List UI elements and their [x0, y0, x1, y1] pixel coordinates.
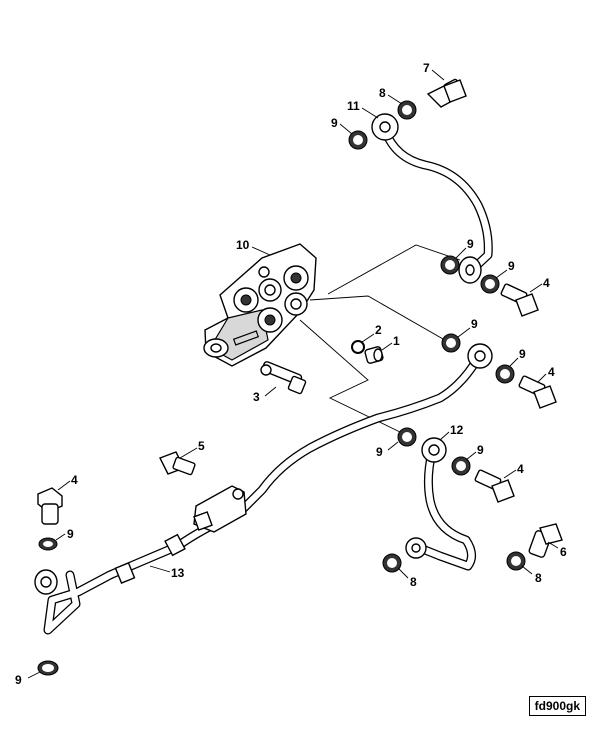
bolt-5: [159, 451, 196, 476]
washer-9-block-middle: [441, 333, 461, 353]
hose-clamp-bracket: [193, 485, 247, 533]
banjo-bolt-4-left: [37, 487, 63, 525]
banjo-fitting-lower-left: [405, 537, 427, 559]
upper-hose-assembly: [371, 113, 493, 284]
callout-9-block-lower: 9: [376, 445, 383, 459]
bolt-3: [260, 361, 307, 395]
banjo-fitting-upper-hose-end: [458, 256, 482, 284]
banjo-bolt-7: [426, 78, 467, 108]
banjo-fitting-11: [371, 113, 399, 141]
washer-9-hose-lower: [451, 456, 471, 476]
washer-8-lower-right: [506, 551, 526, 571]
banjo-bolt-4-lower: [474, 469, 515, 503]
long-hose-13: [34, 343, 493, 635]
banjo-fitting-left: [34, 569, 58, 595]
callout-3: 3: [253, 390, 260, 404]
callout-8-lower-right: 8: [535, 571, 542, 585]
callout-10: 10: [236, 238, 250, 252]
washer-9-hose-upper: [480, 274, 500, 294]
washer-9-left-lower: [37, 660, 59, 676]
callout-4-lower: 4: [517, 462, 524, 476]
washer-8-upper: [397, 100, 417, 120]
valve-block-10: [203, 243, 317, 367]
callout-13: 13: [171, 566, 185, 580]
washer-9-left-upper: [38, 537, 58, 551]
banjo-fitting-long-hose: [467, 343, 493, 369]
banjo-bolt-4-upper: [500, 283, 539, 317]
o-ring-2: [351, 340, 365, 354]
callout-5: 5: [198, 439, 205, 453]
callout-leaders: [27, 69, 559, 679]
callout-2: 2: [375, 323, 382, 337]
callout-7: 7: [423, 61, 430, 75]
callout-9-hose-lower: 9: [477, 443, 484, 457]
washer-9-block-upper: [440, 255, 460, 275]
callout-4-middle: 4: [548, 365, 555, 379]
callout-4-left: 4: [71, 473, 78, 487]
washer-9-upper-left: [348, 130, 368, 150]
washer-9-hose-middle: [495, 364, 515, 384]
callout-8-lower-left: 8: [410, 575, 417, 589]
callout-8-upper: 8: [379, 86, 386, 100]
figure-reference-code: fd900gk: [528, 696, 586, 716]
callout-9-upper-left: 9: [331, 116, 338, 130]
banjo-fitting-12: [421, 437, 447, 463]
callout-9-left-lower: 9: [15, 673, 22, 687]
connection-leaders: [299, 244, 461, 433]
washer-9-block-lower: [397, 427, 417, 447]
banjo-bolt-6: [528, 523, 563, 558]
callout-1: 1: [393, 334, 400, 348]
washer-8-lower-left: [382, 553, 402, 573]
lower-hose-12: [405, 437, 476, 571]
callout-12: 12: [450, 423, 464, 437]
callout-9-block-upper: 9: [467, 237, 474, 251]
callout-11: 11: [347, 99, 360, 113]
callout-9-block-middle: 9: [471, 317, 478, 331]
callout-6: 6: [560, 545, 567, 559]
callout-9-hose-upper: 9: [508, 259, 515, 273]
plug-1: [364, 346, 384, 364]
callout-9-left-upper: 9: [67, 527, 74, 541]
callout-4-upper: 4: [543, 276, 550, 290]
callout-9-hose-middle: 9: [519, 347, 526, 361]
banjo-bolt-4-middle: [518, 375, 557, 409]
callout-labels: 7 8 11 9 10 9 9 4 9 2 1 9 4 3 12 9 9 4 5…: [15, 61, 567, 687]
